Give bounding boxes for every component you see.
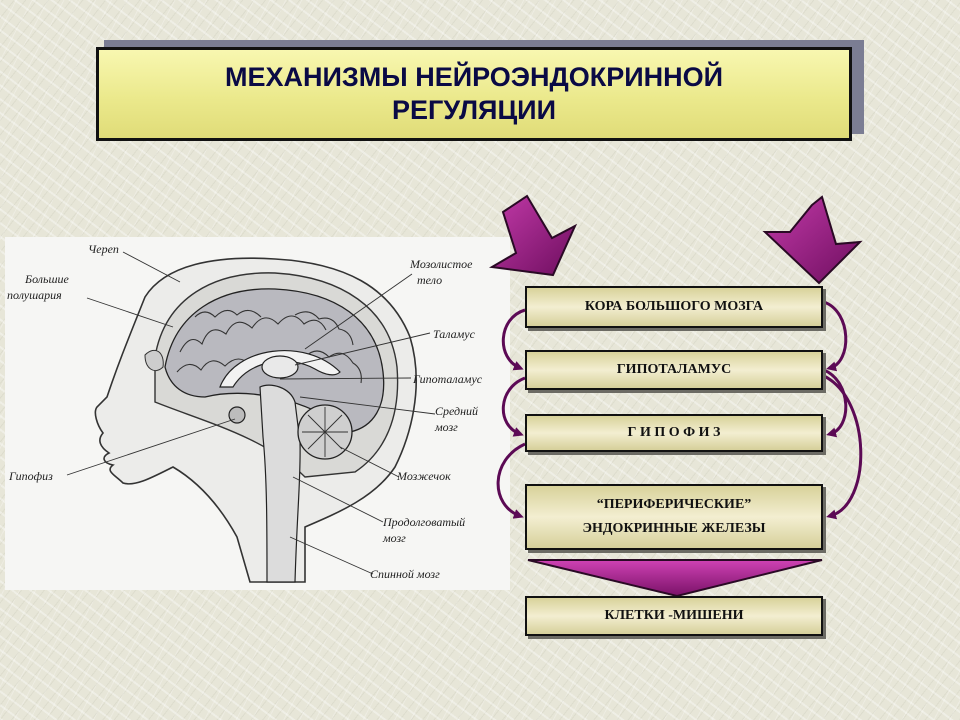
- leader-lines: [66, 251, 436, 575]
- pituitary-gland: [228, 406, 246, 424]
- box-peripheral-glands: “ПЕРИФЕРИЧЕСКИЕ” ЭНДОКРИННЫЕ ЖЕЛЕЗЫ: [525, 484, 823, 550]
- brain-sagittal-illustration: Череп Большие полушария Мозолистое тело …: [5, 237, 510, 590]
- box-pituitary-label: Г И П О Ф И З: [627, 425, 721, 440]
- box-target-cells-label: КЛЕТКИ -МИШЕНИ: [604, 608, 744, 623]
- input-arrow-left: [488, 194, 578, 277]
- input-arrow-right: [762, 195, 863, 285]
- label-medulla-2: мозг: [383, 531, 406, 545]
- box-pituitary: Г И П О Ф И З: [525, 414, 823, 452]
- triangle-arrow-down: [527, 559, 823, 598]
- box-cortex: КОРА БОЛЬШОГО МОЗГА: [525, 286, 823, 328]
- brainstem: [259, 384, 301, 583]
- label-corpus-callosum-1: Мозолистое: [410, 257, 473, 271]
- label-skull: Череп: [88, 242, 119, 256]
- label-cerebellum: Мозжечок: [397, 469, 451, 483]
- right-feedback-loops: [823, 300, 863, 520]
- label-hypothalamus: Гипоталамус: [413, 372, 483, 386]
- brain-drawing: [66, 251, 436, 583]
- thalamus: [261, 355, 299, 379]
- box-glands-line-1: “ПЕРИФЕРИЧЕСКИЕ”: [596, 497, 752, 512]
- left-feedback-loops: [496, 308, 526, 519]
- label-spinal-cord: Спинной мозг: [370, 567, 440, 581]
- label-corpus-callosum-2: тело: [417, 273, 443, 287]
- box-cortex-label: КОРА БОЛЬШОГО МОЗГА: [584, 299, 764, 314]
- box-target-cells: КЛЕТКИ -МИШЕНИ: [525, 596, 823, 636]
- title-line-1: МЕХАНИЗМЫ НЕЙРОЭНДОКРИННОЙ: [224, 62, 724, 92]
- label-hemispheres-2: полушария: [7, 288, 62, 302]
- title-line-2: РЕГУЛЯЦИИ: [392, 95, 556, 125]
- label-hemispheres-1: Большие: [25, 272, 69, 286]
- box-glands-line-2: ЭНДОКРИННЫЕ ЖЕЛЕЗЫ: [582, 521, 766, 536]
- label-medulla-1: Продолговатый: [383, 515, 466, 529]
- label-pituitary: Гипофиз: [9, 469, 53, 483]
- box-hypothalamus: ГИПОТАЛАМУС: [525, 350, 823, 390]
- title-box: МЕХАНИЗМЫ НЕЙРОЭНДОКРИННОЙ РЕГУЛЯЦИИ: [96, 47, 852, 141]
- label-midbrain-1: Средний: [435, 404, 479, 418]
- label-thalamus: Таламус: [433, 327, 475, 341]
- gyri-lines: [176, 309, 362, 384]
- label-midbrain-2: мозг: [435, 420, 458, 434]
- box-hypothalamus-label: ГИПОТАЛАМУС: [616, 362, 732, 377]
